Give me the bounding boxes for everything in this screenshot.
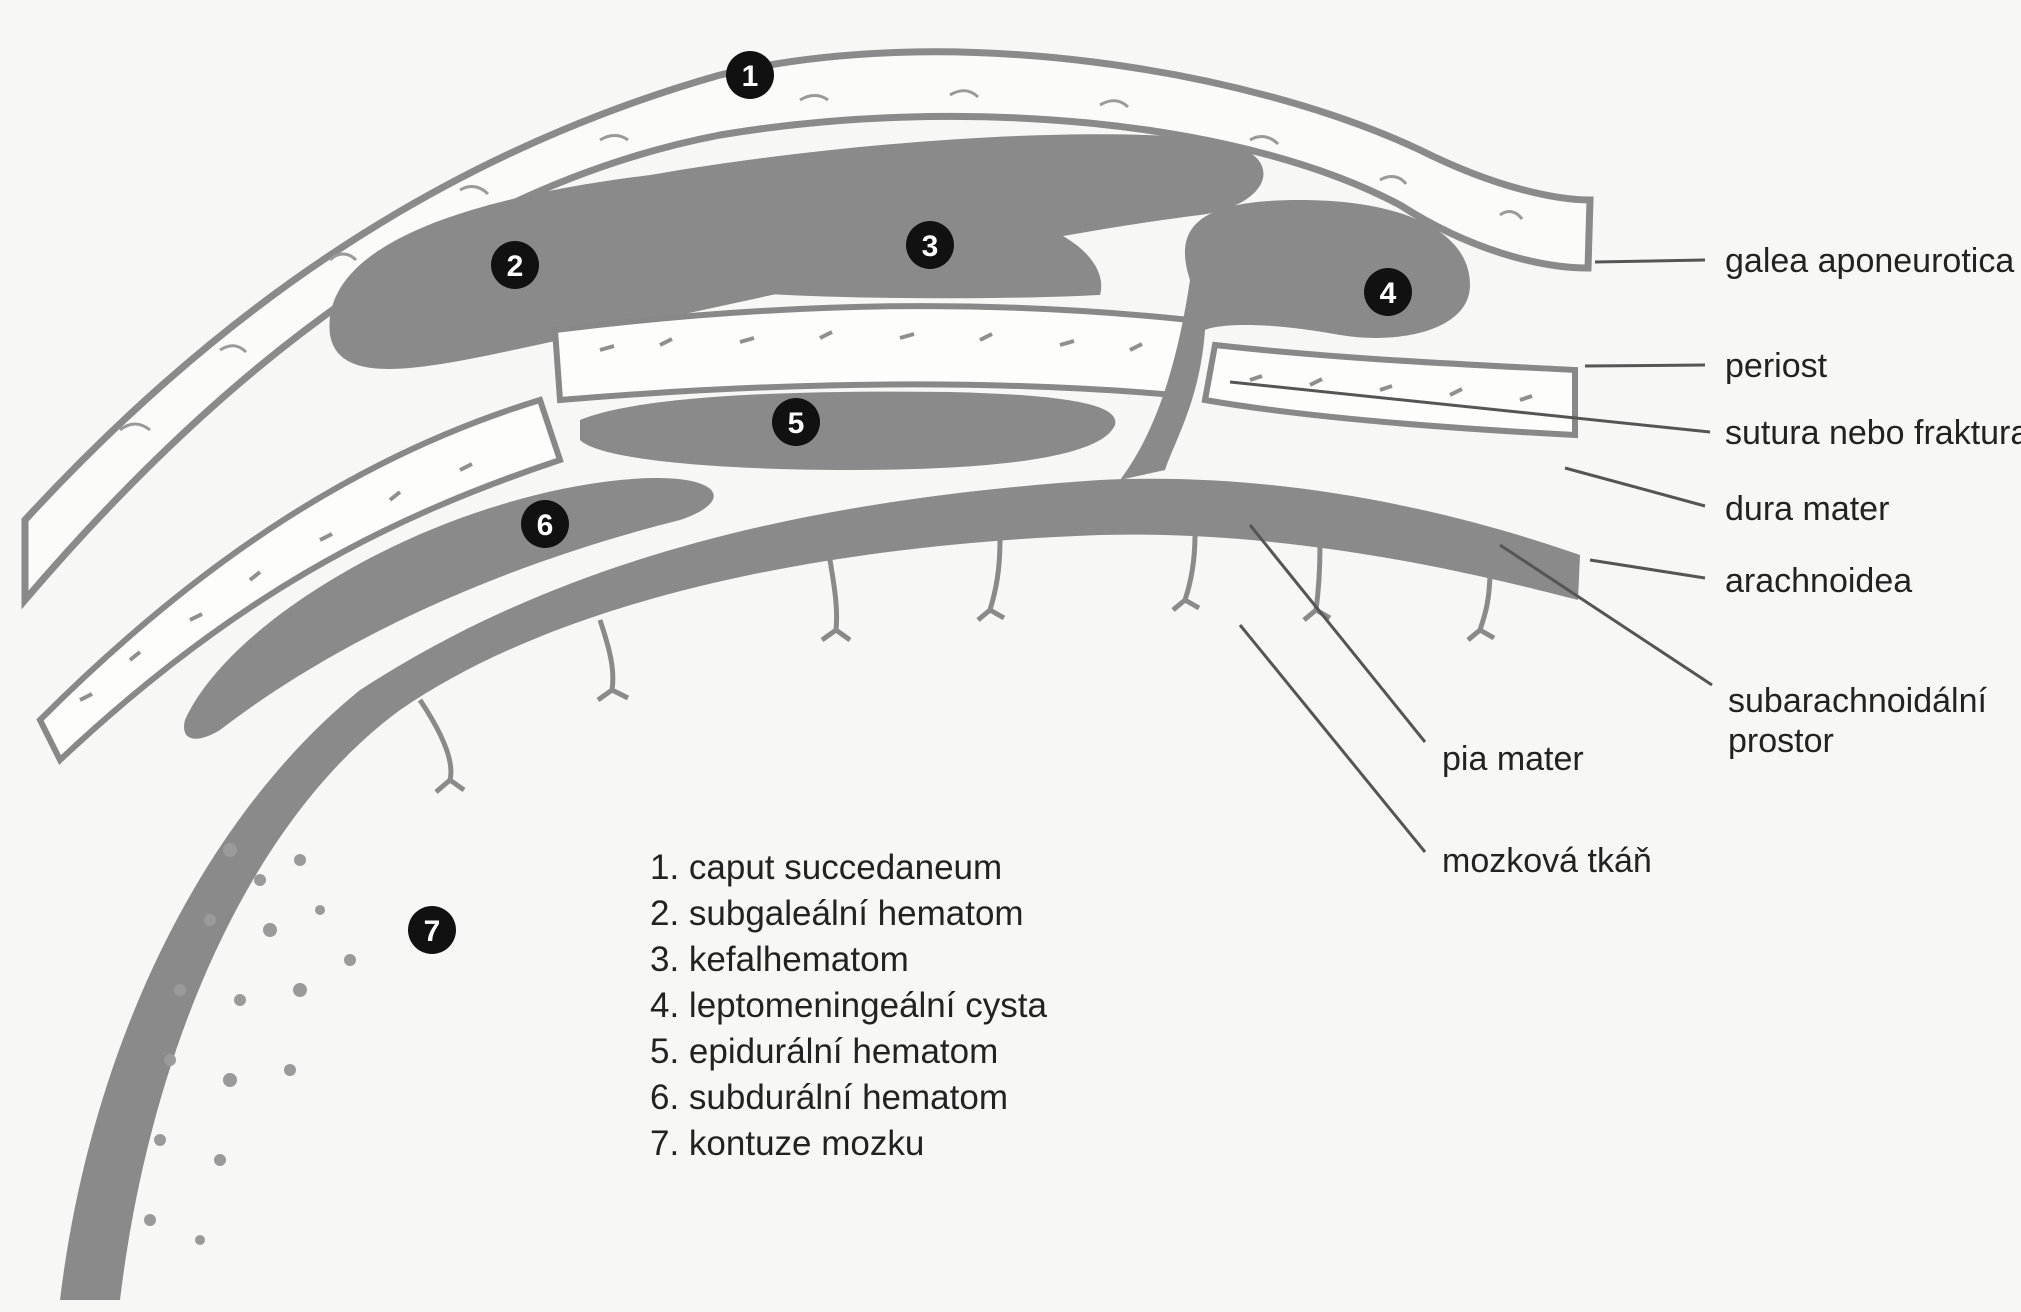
legend-item-3: 3. kefalhematom	[650, 937, 1047, 983]
label-dura-mater: dura mater	[1725, 490, 1889, 528]
leader-arachnoidea	[1590, 560, 1705, 578]
marker-4: 4	[1380, 277, 1397, 310]
label-pia-mater: pia mater	[1442, 740, 1584, 778]
marker-6: 6	[537, 509, 554, 542]
leader-mozkova	[1240, 625, 1425, 852]
pia-mater-sulci	[420, 535, 1494, 792]
marker-3: 3	[922, 230, 939, 263]
label-arachnoidea: arachnoidea	[1725, 562, 1912, 600]
leader-galea	[1595, 260, 1705, 262]
leader-subarachnoid	[1500, 545, 1712, 685]
temporal-bone-segment	[1205, 345, 1575, 435]
subdural-hematoma-shape	[184, 478, 714, 739]
legend-item-1: 1. caput succedaneum	[650, 845, 1047, 891]
legend-item-4: 4. leptomeningeální cysta	[650, 983, 1047, 1029]
legend-item-6: 6. subdurální hematom	[650, 1075, 1047, 1121]
parietal-bone-segment	[555, 306, 1190, 400]
leader-dura	[1565, 468, 1705, 506]
label-subarachnoid-line2: prostor	[1728, 722, 1834, 760]
marker-7: 7	[424, 915, 441, 948]
label-sutura-fraktura: sutura nebo fraktura	[1725, 414, 2021, 452]
label-mozkova-tkan: mozková tkáň	[1442, 842, 1652, 880]
marker-1: 1	[742, 60, 759, 93]
marker-5: 5	[788, 407, 805, 440]
label-periost: periost	[1725, 347, 1828, 385]
legend-item-7: 7. kontuze mozku	[650, 1121, 1047, 1167]
leader-periost	[1585, 365, 1705, 366]
label-galea-aponeurotica: galea aponeurotica	[1725, 242, 2014, 280]
marker-2: 2	[507, 250, 524, 283]
epidural-hematoma-shape	[580, 392, 1115, 470]
legend-item-5: 5. epidurální hematom	[650, 1029, 1047, 1075]
legend: 1. caput succedaneum 2. subgaleální hema…	[650, 845, 1047, 1167]
legend-item-2: 2. subgaleální hematom	[650, 891, 1047, 937]
label-subarachnoid-line1: subarachnoidální	[1728, 682, 1988, 720]
